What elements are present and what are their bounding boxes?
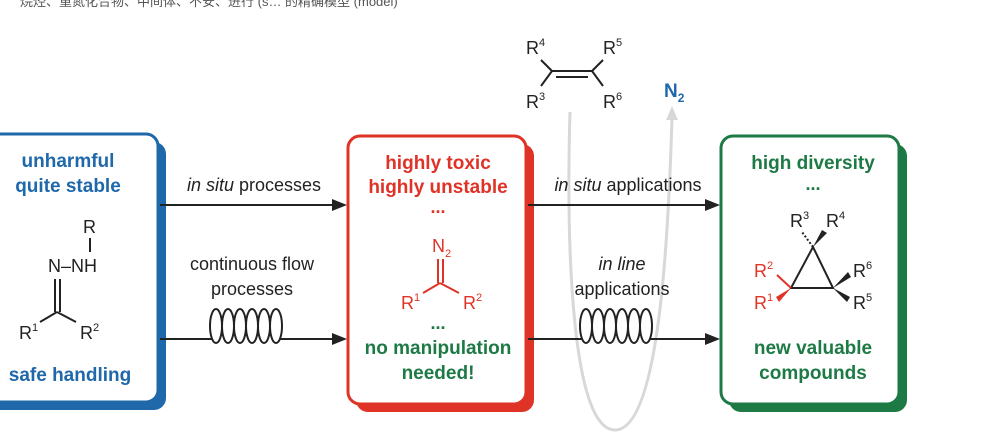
- diazo-r2: R2: [463, 292, 482, 313]
- right-ellipsis: ...: [805, 174, 820, 194]
- cyclopropane-r1: R1: [754, 292, 773, 313]
- cyclopropane-r3: R3: [790, 210, 809, 231]
- cyclopropane-r6: R6: [853, 260, 872, 281]
- middle-footer-line2: needed!: [402, 363, 475, 384]
- arrow-right-bottom-head: [705, 333, 720, 345]
- left-footer: safe handling: [9, 365, 131, 386]
- hydrazone-structure: R N–NH R1 R2: [19, 217, 99, 343]
- arrow-right-bottom: in line applications: [528, 254, 720, 345]
- cyclopropane-bond-r2: [776, 274, 792, 289]
- middle-footer-line1: no manipulation: [365, 338, 512, 359]
- arrow-left-bottom-label-2: processes: [211, 279, 293, 299]
- middle-ellipsis-bottom: ...: [430, 313, 445, 333]
- alkene-r4: R4: [526, 37, 545, 58]
- cyclopropane-structure: R3 R4 R2 R1 R6 R5: [754, 210, 872, 313]
- arrow-right-top-head: [705, 199, 720, 211]
- n2-byproduct: N2: [664, 81, 685, 105]
- left-title-line1: unharmful: [22, 151, 115, 172]
- arrow-left-top-label: in situ processes: [187, 175, 321, 195]
- alkene-r3: R3: [526, 91, 545, 112]
- arrow-left-bottom: continuous flow processes: [160, 254, 347, 345]
- alkene-bond-r3: [540, 70, 553, 87]
- hydrazone-r2: R2: [80, 322, 99, 343]
- flow-coil-left: [209, 308, 283, 344]
- diazo-bond-c-r1: [422, 282, 441, 294]
- middle-title-line1: highly toxic: [385, 153, 491, 174]
- hydrazone-r-top: R: [83, 217, 96, 237]
- cyclopropane-wedge-r4: [813, 230, 827, 247]
- left-box-frame: [0, 132, 160, 404]
- arrow-right-top: in situ applications: [528, 175, 720, 211]
- cyclopropane-r2: R2: [754, 260, 773, 281]
- arrow-left-top: in situ processes: [160, 175, 347, 211]
- right-box-frame: [719, 134, 901, 406]
- arrow-left-top-head: [332, 199, 347, 211]
- diazo-r1: R1: [401, 292, 420, 313]
- reaction-loop-arrow: [567, 111, 674, 432]
- alkene-bond-r6: [591, 70, 604, 87]
- hydrazone-n-nh: N–NH: [48, 256, 97, 276]
- cyclopropane-r5: R5: [853, 292, 872, 313]
- right-footer-line2: compounds: [759, 363, 867, 384]
- middle-title-line2: highly unstable: [368, 177, 507, 198]
- alkene-bond-r4: [540, 59, 553, 72]
- cyclopropane-wedge-r5: [833, 288, 850, 302]
- alkene-r6: R6: [603, 91, 622, 112]
- arrow-left-bottom-head: [332, 333, 347, 345]
- middle-box: highly toxic highly unstable ... N2 R1 R…: [346, 134, 534, 412]
- cyclopropane-ring: [789, 244, 835, 289]
- right-footer-line1: new valuable: [754, 338, 872, 359]
- hydrazone-bond-c-r1: [39, 311, 58, 323]
- header-fragment: 烷烃、重氮化合物、中间体、不安、进行 (s… 的精确模型 (model): [20, 0, 398, 9]
- alkene-structure: R4 R5 R3 R6: [526, 37, 622, 112]
- right-box: high diversity ... R3 R4 R2 R1 R6 R5 new…: [719, 134, 907, 412]
- arrow-right-top-label: in situ applications: [554, 175, 701, 195]
- hydrazone-r1: R1: [19, 322, 38, 343]
- alkene-r5: R5: [603, 37, 622, 58]
- flow-coil-right: [579, 308, 653, 344]
- arrow-left-bottom-label-1: continuous flow: [190, 254, 315, 274]
- hydrazone-bond-c-r2: [56, 311, 77, 323]
- cyclopropane-wedge-r6: [833, 272, 851, 288]
- cyclopropane-r4: R4: [826, 210, 845, 231]
- diazo-structure: N2 R1 R2: [401, 236, 482, 313]
- diazo-n2: N2: [432, 236, 451, 260]
- reaction-loop-arrow-head: [666, 106, 678, 120]
- n2-label: N2: [664, 81, 685, 105]
- alkene-bond-r5: [591, 59, 604, 72]
- middle-ellipsis-top: ...: [430, 197, 445, 217]
- diazo-bond-c-r2: [439, 282, 460, 294]
- cyclopropane-wedge-r1: [776, 288, 791, 302]
- arrow-right-bottom-label-2: applications: [574, 279, 669, 299]
- left-title-line2: quite stable: [15, 176, 121, 197]
- right-title: high diversity: [751, 153, 875, 174]
- arrow-right-bottom-label-1: in line: [598, 254, 645, 274]
- cyclopropane-bond-r3: [801, 231, 814, 248]
- left-box: unharmful quite stable R N–NH R1 R2 safe…: [0, 132, 166, 410]
